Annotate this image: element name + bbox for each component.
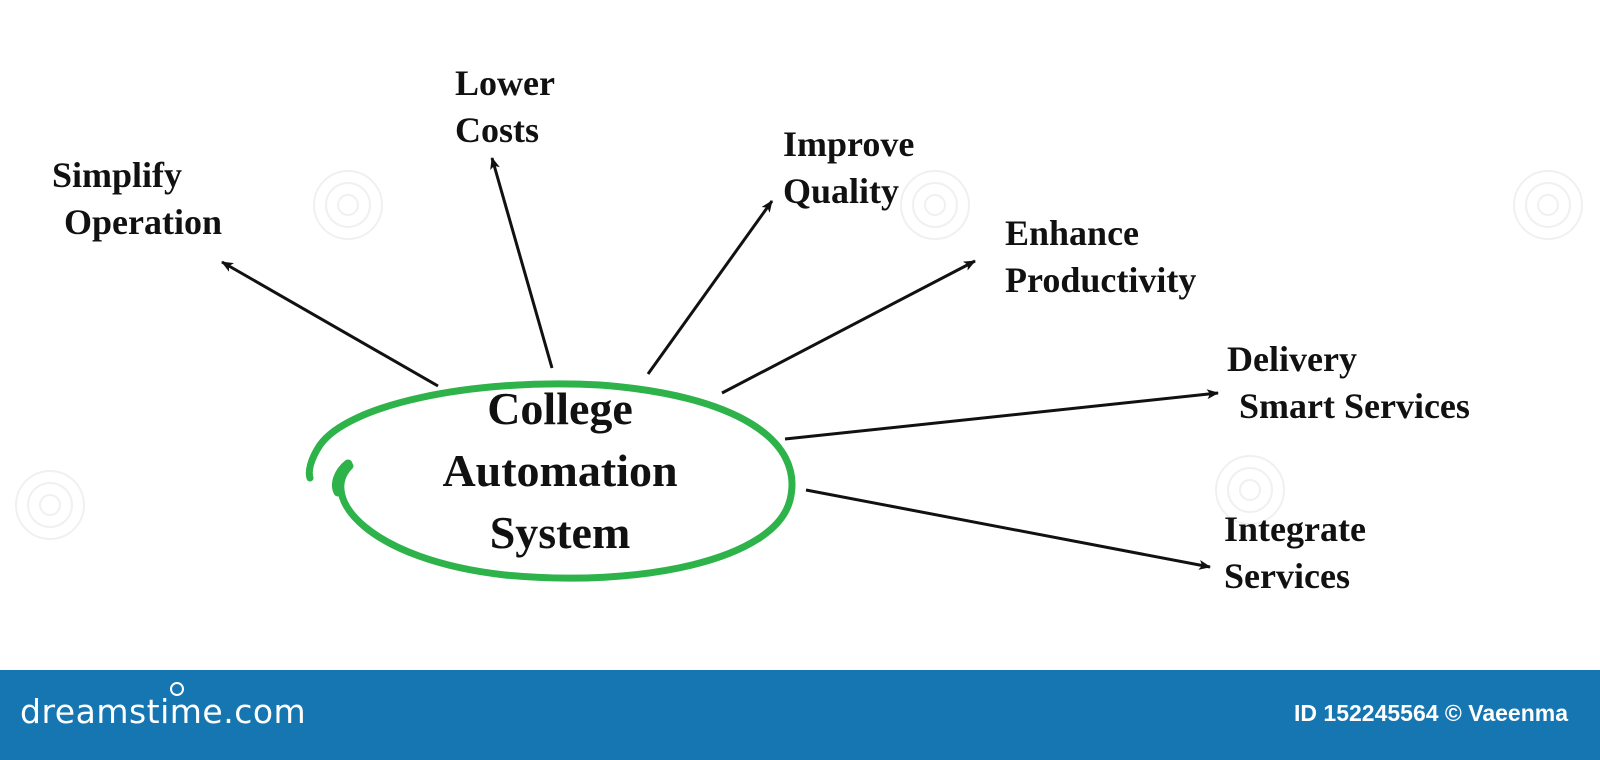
image-credit: ID 152245564 © Vaeenma: [1294, 700, 1568, 726]
center-title-line: System: [489, 507, 631, 558]
center-title-line: College: [487, 383, 633, 434]
node-label-line: Costs: [455, 110, 540, 150]
diagram-canvas: Simplify Operation Lower Costs Improve Q…: [15, 60, 1583, 600]
arrow-to-lower-costs: [490, 157, 554, 369]
node-enhance-productivity: Enhance Productivity: [1005, 210, 1196, 304]
node-label-line: Integrate: [1224, 509, 1366, 549]
arrow-to-enhance-productivity: [721, 259, 976, 395]
node-improve-quality: Improve Quality: [783, 121, 914, 215]
node-integrate-services: Integrate Services: [1224, 506, 1366, 600]
node-label-line: Delivery: [1227, 339, 1357, 379]
brand-text: dreamstime.com: [20, 692, 307, 731]
node-label-line: Improve: [783, 124, 915, 164]
node-label-line: Productivity: [1005, 260, 1197, 300]
node-label-line: Operation: [64, 202, 222, 242]
diagram-svg: [15, 157, 1583, 582]
node-label-line: Services: [1224, 556, 1350, 596]
node-label-line: Simplify: [52, 155, 183, 195]
node-label-line: Enhance: [1005, 213, 1140, 253]
node-label-line: Smart Services: [1239, 386, 1470, 426]
arrow-to-simplify: [221, 260, 439, 388]
center-ring: [305, 380, 796, 582]
center-title: College Automation System: [400, 378, 720, 564]
node-simplify-operation: Simplify Operation: [52, 152, 222, 246]
node-lower-costs: Lower Costs: [455, 60, 555, 154]
arrow-to-delivery: [784, 389, 1219, 441]
node-label-line: Quality: [783, 171, 900, 211]
center-title-line: Automation: [442, 445, 678, 496]
watermark-icon: [15, 170, 1583, 540]
spiral-icon: [170, 682, 184, 696]
node-delivery-smart-services: Delivery Smart Services: [1227, 336, 1470, 430]
node-label-line: Lower: [455, 63, 555, 103]
arrow-to-integrate: [805, 488, 1211, 570]
arrow-to-improve-quality: [646, 200, 774, 375]
footer-bar: dreamstime.com ID 152245564 © Vaeenma: [0, 670, 1600, 760]
brand-logo[interactable]: dreamstime.com: [20, 682, 307, 731]
connector-arrows: [221, 157, 1219, 570]
